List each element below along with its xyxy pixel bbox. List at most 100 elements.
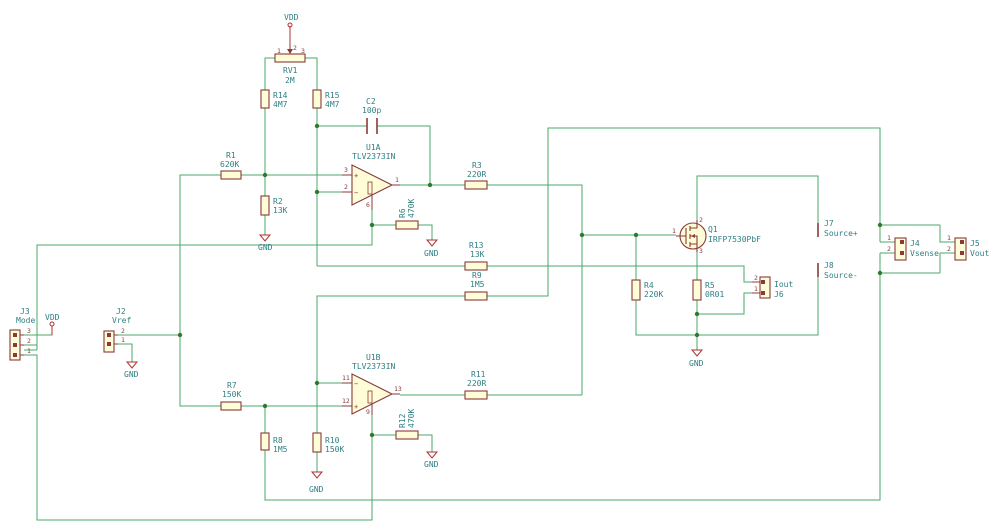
svg-text:J7: J7 (824, 219, 834, 228)
resistor-r15[interactable]: R15 4M7 (312, 89, 340, 109)
rv1-potentiometer[interactable]: 2 1 3 RV1 2M (274, 44, 306, 85)
svg-text:4M7: 4M7 (325, 100, 340, 109)
svg-text:1: 1 (395, 176, 399, 184)
svg-text:4M7: 4M7 (273, 100, 288, 109)
svg-text:2: 2 (293, 44, 297, 52)
resistor-r1[interactable]: R1 620K (220, 151, 242, 180)
svg-text:R11: R11 (471, 370, 486, 379)
svg-text:Mode: Mode (16, 316, 35, 325)
vdd-left-symbol: VDD (45, 313, 60, 335)
svg-text:−: − (354, 189, 358, 197)
svg-text:150K: 150K (222, 390, 241, 399)
rv1-value: 2M (285, 76, 295, 85)
svg-text:C2: C2 (366, 97, 376, 106)
svg-text:R13: R13 (469, 241, 484, 250)
resistor-r6[interactable]: R6 470K (395, 199, 419, 230)
resistor-r9[interactable]: R9 1M5 (464, 271, 488, 301)
connector-j5[interactable]: 1 2 J5 Vout (947, 234, 989, 261)
svg-text:150K: 150K (325, 445, 344, 454)
svg-text:470K: 470K (407, 409, 416, 428)
svg-text:Source-: Source- (824, 271, 858, 280)
opamp-u1b[interactable]: − + 11 12 13 9 U1B TLV2373IN (342, 353, 402, 416)
svg-text:13: 13 (394, 385, 402, 393)
resistor-r4[interactable]: R4 220K (631, 279, 663, 301)
vdd-top-symbol: VDD (284, 13, 299, 44)
svg-text:J6: J6 (774, 290, 784, 299)
svg-text:R14: R14 (273, 91, 288, 100)
svg-text:R2: R2 (273, 197, 283, 206)
u1b-ref: U1B (366, 353, 381, 362)
svg-text:3: 3 (301, 47, 305, 55)
gnd-label-r2: GND (258, 243, 273, 252)
svg-text:R7: R7 (227, 381, 237, 390)
svg-text:220K: 220K (644, 290, 663, 299)
svg-text:1: 1 (121, 336, 125, 344)
svg-text:1: 1 (887, 234, 891, 242)
connector-j3[interactable]: 3 2 1 J3 Mode (9, 307, 35, 361)
svg-text:13K: 13K (470, 250, 485, 259)
connector-j4[interactable]: 1 2 J4 Vsense (887, 234, 939, 261)
gnd-symbol-q1: GND (689, 349, 704, 368)
resistor-r5[interactable]: R5 0R01 (692, 279, 724, 301)
svg-text:J2: J2 (116, 307, 126, 316)
svg-text:1: 1 (277, 47, 281, 55)
svg-text:2: 2 (947, 245, 951, 253)
svg-text:R8: R8 (273, 436, 283, 445)
terminal-j8[interactable]: J8 Source- (817, 261, 858, 280)
svg-text:3: 3 (699, 247, 703, 255)
svg-text:11: 11 (342, 374, 350, 382)
svg-text:220R: 220R (467, 379, 486, 388)
capacitor-c2[interactable]: C2 100p (362, 97, 381, 134)
gnd-label-j2: GND (124, 370, 139, 379)
svg-text:12: 12 (342, 397, 350, 405)
svg-text:Iout: Iout (774, 280, 793, 289)
resistor-r14[interactable]: R14 4M7 (260, 89, 288, 109)
svg-text:100p: 100p (362, 106, 381, 115)
resistor-r12[interactable]: R12 470K (395, 409, 419, 440)
svg-text:R3: R3 (472, 161, 482, 170)
svg-text:0R01: 0R01 (705, 290, 724, 299)
resistor-r7[interactable]: R7 150K (220, 381, 242, 411)
svg-text:J4: J4 (910, 239, 920, 248)
svg-text:Vref: Vref (112, 316, 131, 325)
svg-text:R12: R12 (398, 413, 407, 428)
resistor-r8[interactable]: R8 1M5 (260, 432, 288, 454)
svg-text:620K: 620K (220, 160, 239, 169)
q1-value: IRFP7530PbF (708, 235, 761, 244)
gnd-symbol-r10: GND (309, 471, 324, 494)
resistor-r2[interactable]: R2 13K (260, 195, 288, 216)
connector-j6[interactable]: 2 1 Iout J6 (752, 274, 793, 299)
gnd-symbol-j2: GND (124, 361, 139, 379)
svg-text:R15: R15 (325, 91, 340, 100)
vdd-top-label: VDD (284, 13, 299, 22)
gnd-label-r6: GND (424, 249, 439, 258)
svg-text:2: 2 (887, 245, 891, 253)
resistor-r10[interactable]: R10 150K (312, 432, 344, 454)
gnd-symbol-r2: GND (258, 234, 273, 252)
svg-text:+: + (354, 172, 358, 180)
resistor-r3[interactable]: R3 220R (464, 161, 488, 190)
opamp-u1a[interactable]: + − 3 2 1 6 U1A TLV2373IN (342, 143, 400, 210)
svg-text:2: 2 (699, 216, 703, 224)
gnd-label-q1: GND (689, 359, 704, 368)
svg-text:2: 2 (754, 274, 758, 282)
svg-text:3: 3 (27, 327, 31, 335)
connector-j2[interactable]: 2 1 J2 Vref (103, 307, 131, 353)
svg-text:1M5: 1M5 (273, 445, 288, 454)
rv1-ref: RV1 (283, 66, 298, 75)
terminal-j7[interactable]: J7 Source+ (817, 219, 858, 238)
svg-text:9: 9 (366, 408, 370, 416)
resistor-r11[interactable]: R11 220R (464, 370, 488, 400)
svg-text:−: − (354, 380, 358, 388)
svg-text:R10: R10 (325, 436, 340, 445)
mosfet-q1[interactable]: 1 2 3 Q1 IRFP7530PbF (672, 216, 761, 255)
u1a-ref: U1A (366, 143, 381, 152)
u1b-value: TLV2373IN (352, 362, 396, 371)
svg-text:J8: J8 (824, 261, 834, 270)
svg-text:+: + (354, 403, 358, 411)
svg-text:2: 2 (27, 337, 31, 345)
svg-text:Vout: Vout (970, 249, 989, 258)
svg-text:R4: R4 (644, 281, 654, 290)
u1a-value: TLV2373IN (352, 152, 396, 161)
resistor-r13[interactable]: R13 13K (464, 241, 488, 271)
